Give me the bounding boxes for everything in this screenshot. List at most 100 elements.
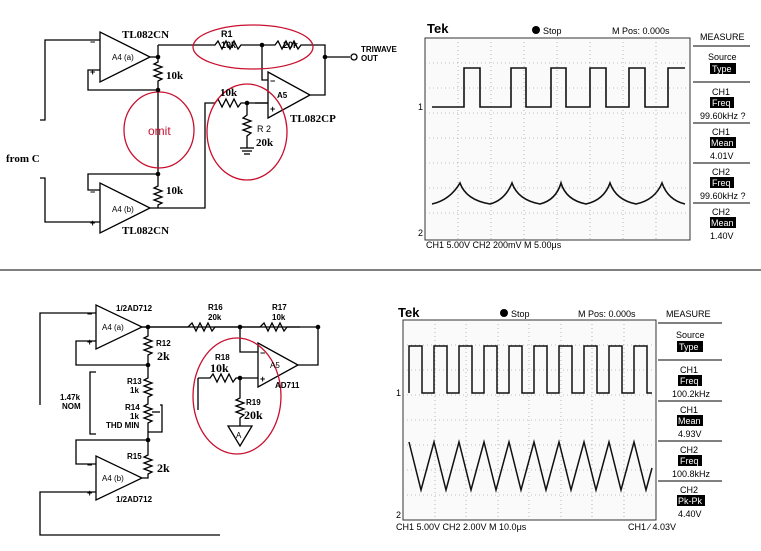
bottom-scope-footer: CH1 5.00V CH2 2.00V M 10.0μs — [396, 522, 527, 532]
bottom-scope-mpos: M Pos: 0.000s — [578, 309, 636, 319]
top-scope-menu: MEASURE Source Type CH1 Freq 99.60kHz ? … — [693, 32, 750, 241]
ground-triangle-ref — [226, 425, 254, 448]
bottom-scope-ch2-trace — [408, 439, 653, 493]
top-opamp-out-name: TL082CP — [290, 113, 336, 125]
svg-text:+: + — [270, 104, 275, 114]
bottom-junctions — [145, 324, 321, 443]
bottom-scope-footer-trigger: CH1 ∕ 4.03V — [628, 522, 676, 532]
r18-value: 10k — [210, 361, 229, 375]
bottom-menu-m2-value: 4.93V — [678, 429, 702, 439]
bottom-menu-m4-type: Pk-Pk — [678, 496, 703, 506]
top-opamp-b — [99, 181, 152, 235]
bottom-scope-status: Stop — [511, 309, 530, 319]
bottom-menu-m1-type: Freq — [680, 376, 699, 386]
top-menu-m4-ch: CH2 — [712, 207, 730, 217]
top-opamp-a-name: TL082CN — [122, 29, 169, 41]
omit-label: omit — [148, 124, 171, 138]
bottom-input-ellipse — [192, 337, 282, 455]
bottom-scope-grid — [402, 319, 657, 521]
top-opamp-out — [267, 70, 312, 120]
bottom-opamp-b-ref: A4 (b) — [102, 474, 124, 483]
r18-ref: R18 — [215, 353, 230, 362]
bottom-menu-m3-value: 100.8kHz — [672, 469, 711, 479]
top-menu-m1-ch: CH1 — [712, 87, 730, 97]
top-scope-status: Stop — [543, 26, 562, 36]
bottom-scope: Tek Stop M Pos: 0.000s 1 2 CH1 5.00V CH2… — [396, 305, 722, 532]
bottom-menu-m3-type: Freq — [680, 456, 699, 466]
top-scope-gridlines — [425, 38, 690, 240]
top-menu-title: MEASURE — [700, 32, 745, 42]
input-ellipse — [206, 83, 288, 181]
top-rfb-value: 20k — [283, 40, 299, 50]
bottom-menu-m4-value: 4.40V — [678, 509, 702, 519]
svg-text:+: + — [87, 488, 92, 498]
top-r1-ref: R1 — [221, 29, 233, 39]
svg-text:+: + — [260, 374, 265, 384]
top-scope-ch1-trace — [432, 67, 685, 108]
top-scope-mpos: M Pos: 0.000s — [612, 26, 670, 36]
bottom-menu-m1-value: 100.2kHz — [672, 389, 711, 399]
r12-ref: R12 — [156, 339, 171, 348]
bottom-menu-m2-type: Mean — [678, 416, 701, 426]
bottom-menu-source-value: Type — [679, 342, 699, 352]
bottom-scope-menu: MEASURE Source Type CH1 Freq 100.2kHz CH… — [658, 309, 722, 519]
triwave-label: TRIWAVE — [361, 45, 398, 54]
bottom-opamp-b — [95, 454, 144, 502]
top-menu-m2-type: Mean — [711, 138, 734, 148]
nominal-label: NOM — [62, 402, 81, 411]
svg-text:−: − — [90, 37, 95, 47]
top-schematic — [40, 24, 358, 235]
thd-min-label: THD MIN — [106, 421, 140, 430]
svg-text:−: − — [87, 309, 92, 319]
top-r2-ref: R 2 — [257, 124, 271, 134]
nominal-value: 1.47k — [60, 393, 81, 402]
svg-text:+: + — [90, 218, 95, 228]
bottom-scope-ch2-marker: 2 — [396, 510, 401, 520]
svg-text:+: + — [87, 337, 92, 347]
top-scope-ch2-trace — [431, 180, 686, 205]
bottom-menu-source-label: Source — [676, 330, 705, 340]
top-menu-m1-type: Freq — [712, 98, 731, 108]
ref-symbol-label: A — [236, 431, 242, 440]
bottom-menu-m2-ch: CH1 — [680, 405, 698, 415]
bottom-scope-ch1-marker: 1 — [396, 388, 401, 398]
bottom-schematic — [39, 303, 319, 536]
top-menu-m2-value: 4.01V — [710, 151, 734, 161]
top-menu-m3-value: 99.60kHz ? — [700, 191, 746, 201]
bottom-menu-m1-ch: CH1 — [680, 365, 698, 375]
bottom-opamp-a-ref: A4 (a) — [102, 323, 124, 332]
svg-text:−: − — [270, 76, 275, 86]
top-menu-source-label: Source — [708, 52, 737, 62]
top-menu-m1-value: 99.60kHz ? — [700, 111, 746, 121]
top-menu-source-value: Type — [712, 64, 732, 74]
bottom-menu-m3-ch: CH2 — [680, 445, 698, 455]
bottom-scope-brand: Tek — [398, 305, 420, 320]
top-scope-brand: Tek — [427, 21, 449, 36]
r15-ref: R15 — [127, 452, 142, 461]
bottom-menu-title: MEASURE — [666, 309, 711, 319]
top-junctions — [155, 42, 328, 177]
r19-ref: R19 — [246, 398, 261, 407]
r19-value: 20k — [244, 408, 263, 422]
bottom-opamp-a — [95, 303, 144, 351]
top-menu-m3-type: Freq — [712, 178, 731, 188]
top-scope-stop-dot — [532, 26, 540, 34]
r16-ref: R16 — [208, 303, 223, 312]
top-scope-grid — [424, 37, 691, 241]
bottom-opamp-b-name: 1/2AD712 — [116, 495, 153, 504]
svg-text:−: − — [87, 460, 92, 470]
svg-text:+: + — [90, 67, 95, 77]
top-opamp-b-ref: A4 (b) — [112, 205, 134, 214]
top-scope-ch1-marker: 1 — [418, 102, 423, 112]
top-menu-m4-value: 1.40V — [710, 231, 734, 241]
r14-value: 1k — [130, 412, 139, 421]
top-r1-value: 10k — [221, 40, 237, 50]
r16-value: 20k — [208, 313, 222, 322]
top-scope: Tek Stop M Pos: 0.000s 1 2 CH1 5.00V CH2… — [418, 21, 750, 250]
r12-value: 2k — [157, 349, 170, 363]
bottom-scope-gridlines — [403, 320, 656, 520]
out-label: OUT — [361, 54, 378, 63]
top-menu-m4-type: Mean — [711, 218, 734, 228]
top-menu-m3-ch: CH2 — [712, 167, 730, 177]
